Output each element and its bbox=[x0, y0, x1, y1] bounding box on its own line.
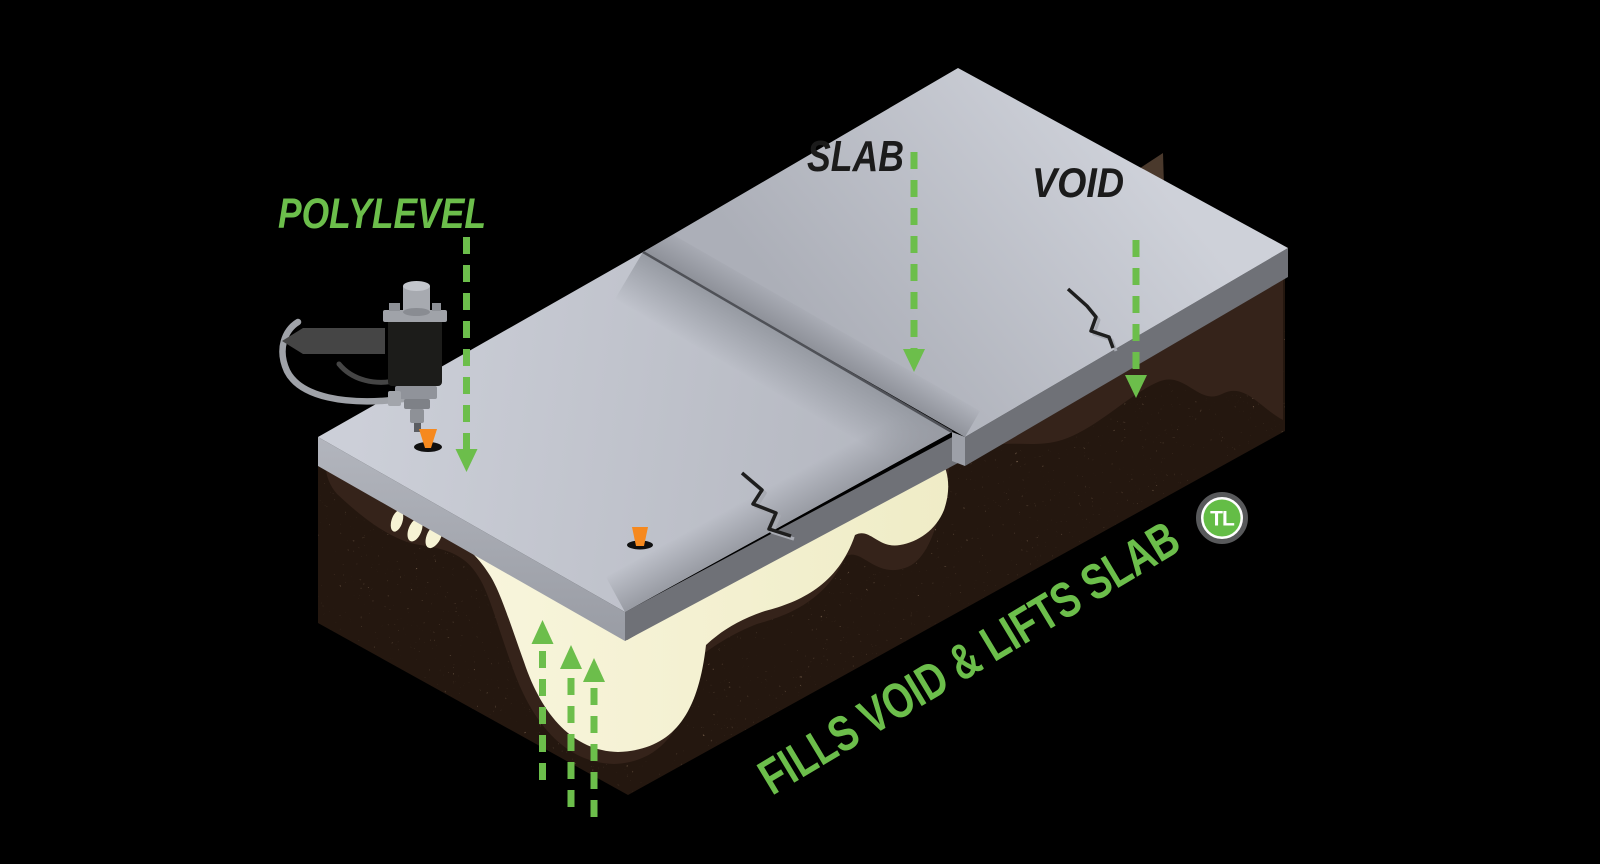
gun-cylinder-cap bbox=[403, 281, 430, 291]
gun-handle bbox=[282, 328, 385, 354]
gun-body bbox=[388, 318, 442, 386]
gun-nozzle bbox=[410, 409, 424, 423]
injection-port-2 bbox=[627, 527, 653, 550]
injection-port-icon bbox=[419, 429, 437, 448]
arrow-head bbox=[583, 658, 605, 682]
right-slab-joint-step bbox=[952, 432, 965, 466]
slab-joint-line bbox=[642, 250, 953, 434]
injection-port-1 bbox=[414, 429, 442, 452]
arrow-heads bbox=[455, 349, 1147, 682]
injection-gun-icon bbox=[279, 281, 447, 452]
arrow-head bbox=[903, 349, 925, 372]
gun-cylinder-base bbox=[403, 308, 430, 316]
left-slab bbox=[318, 252, 958, 641]
arrow-lines bbox=[463, 152, 1140, 817]
logo-monogram: TL bbox=[1210, 508, 1235, 531]
gun-tab bbox=[432, 303, 441, 311]
right-slab-shading bbox=[643, 226, 980, 437]
crack-left-slab bbox=[740, 471, 792, 538]
label-slab: SLAB bbox=[807, 132, 904, 181]
right-slab-front-edge bbox=[965, 248, 1288, 466]
label-polylevel: POLYLEVEL bbox=[278, 190, 486, 238]
gun-fitting bbox=[404, 399, 430, 409]
right-slab-top-face bbox=[643, 68, 1288, 437]
injection-port-icon bbox=[632, 527, 648, 546]
logo-disc bbox=[1203, 499, 1241, 537]
label-void: VOID bbox=[1032, 159, 1124, 206]
gun-flange bbox=[383, 310, 447, 322]
left-slab-front-left-edge bbox=[318, 437, 625, 641]
gun-fitting bbox=[395, 386, 437, 399]
crack-right-slab bbox=[1066, 287, 1115, 349]
arrow-head bbox=[455, 449, 478, 472]
arrow-head bbox=[560, 645, 582, 669]
arrow-head bbox=[531, 620, 554, 644]
gun-hose bbox=[279, 318, 407, 405]
arrow-head bbox=[1125, 375, 1147, 398]
gun-tab bbox=[389, 303, 400, 311]
gun-nozzle-tip bbox=[414, 423, 421, 432]
tl-logo-badge: TL bbox=[1196, 492, 1248, 544]
left-slab-shading bbox=[606, 252, 952, 612]
gun-hose-elbow bbox=[388, 391, 401, 406]
right-slab bbox=[642, 68, 1288, 466]
